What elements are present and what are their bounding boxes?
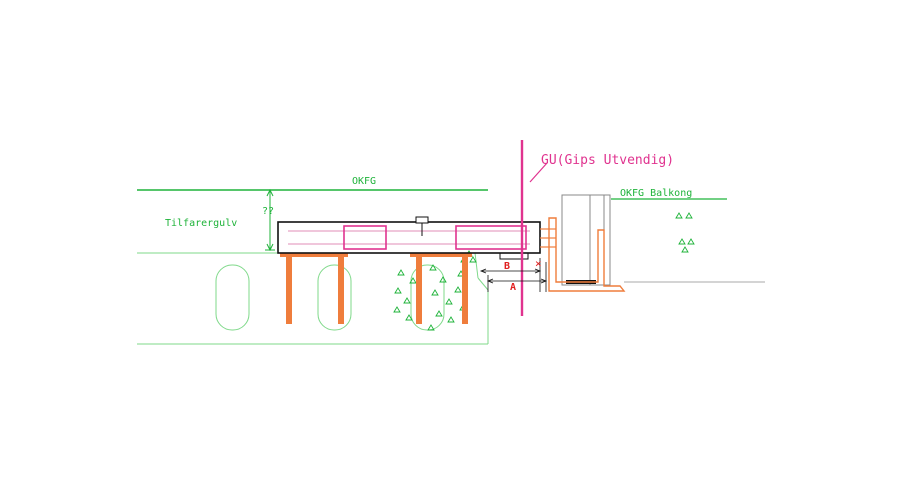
- okfg-balkong-label: OKFG Balkong: [620, 188, 692, 199]
- dimension-a-label: A: [510, 282, 516, 293]
- unknown-height-label: ??: [262, 206, 274, 217]
- balcony-connector: [540, 228, 556, 248]
- gu-label: GU(Gips Utvendig): [541, 153, 674, 168]
- height-dimension: [265, 188, 275, 252]
- okfg-label: OKFG: [352, 176, 376, 187]
- balcony-profile: [548, 217, 626, 292]
- bottom-edge-detail: [499, 252, 529, 260]
- threshold-inner-lines: [288, 230, 530, 245]
- dimension-lines: [479, 258, 548, 292]
- dimension-b-label: B: [504, 261, 510, 272]
- slab-outline: [137, 252, 490, 345]
- gravel-hatching: [393, 212, 695, 331]
- balcony-frame: [561, 194, 611, 286]
- gu-leader-line: [529, 162, 548, 183]
- cross-mark: ×: [535, 257, 542, 270]
- threshold-inserts: [343, 225, 527, 250]
- screw-detail: [415, 216, 429, 236]
- support-legs: [280, 253, 472, 324]
- tilfarergulv-label: Tilfarergulv: [165, 218, 237, 229]
